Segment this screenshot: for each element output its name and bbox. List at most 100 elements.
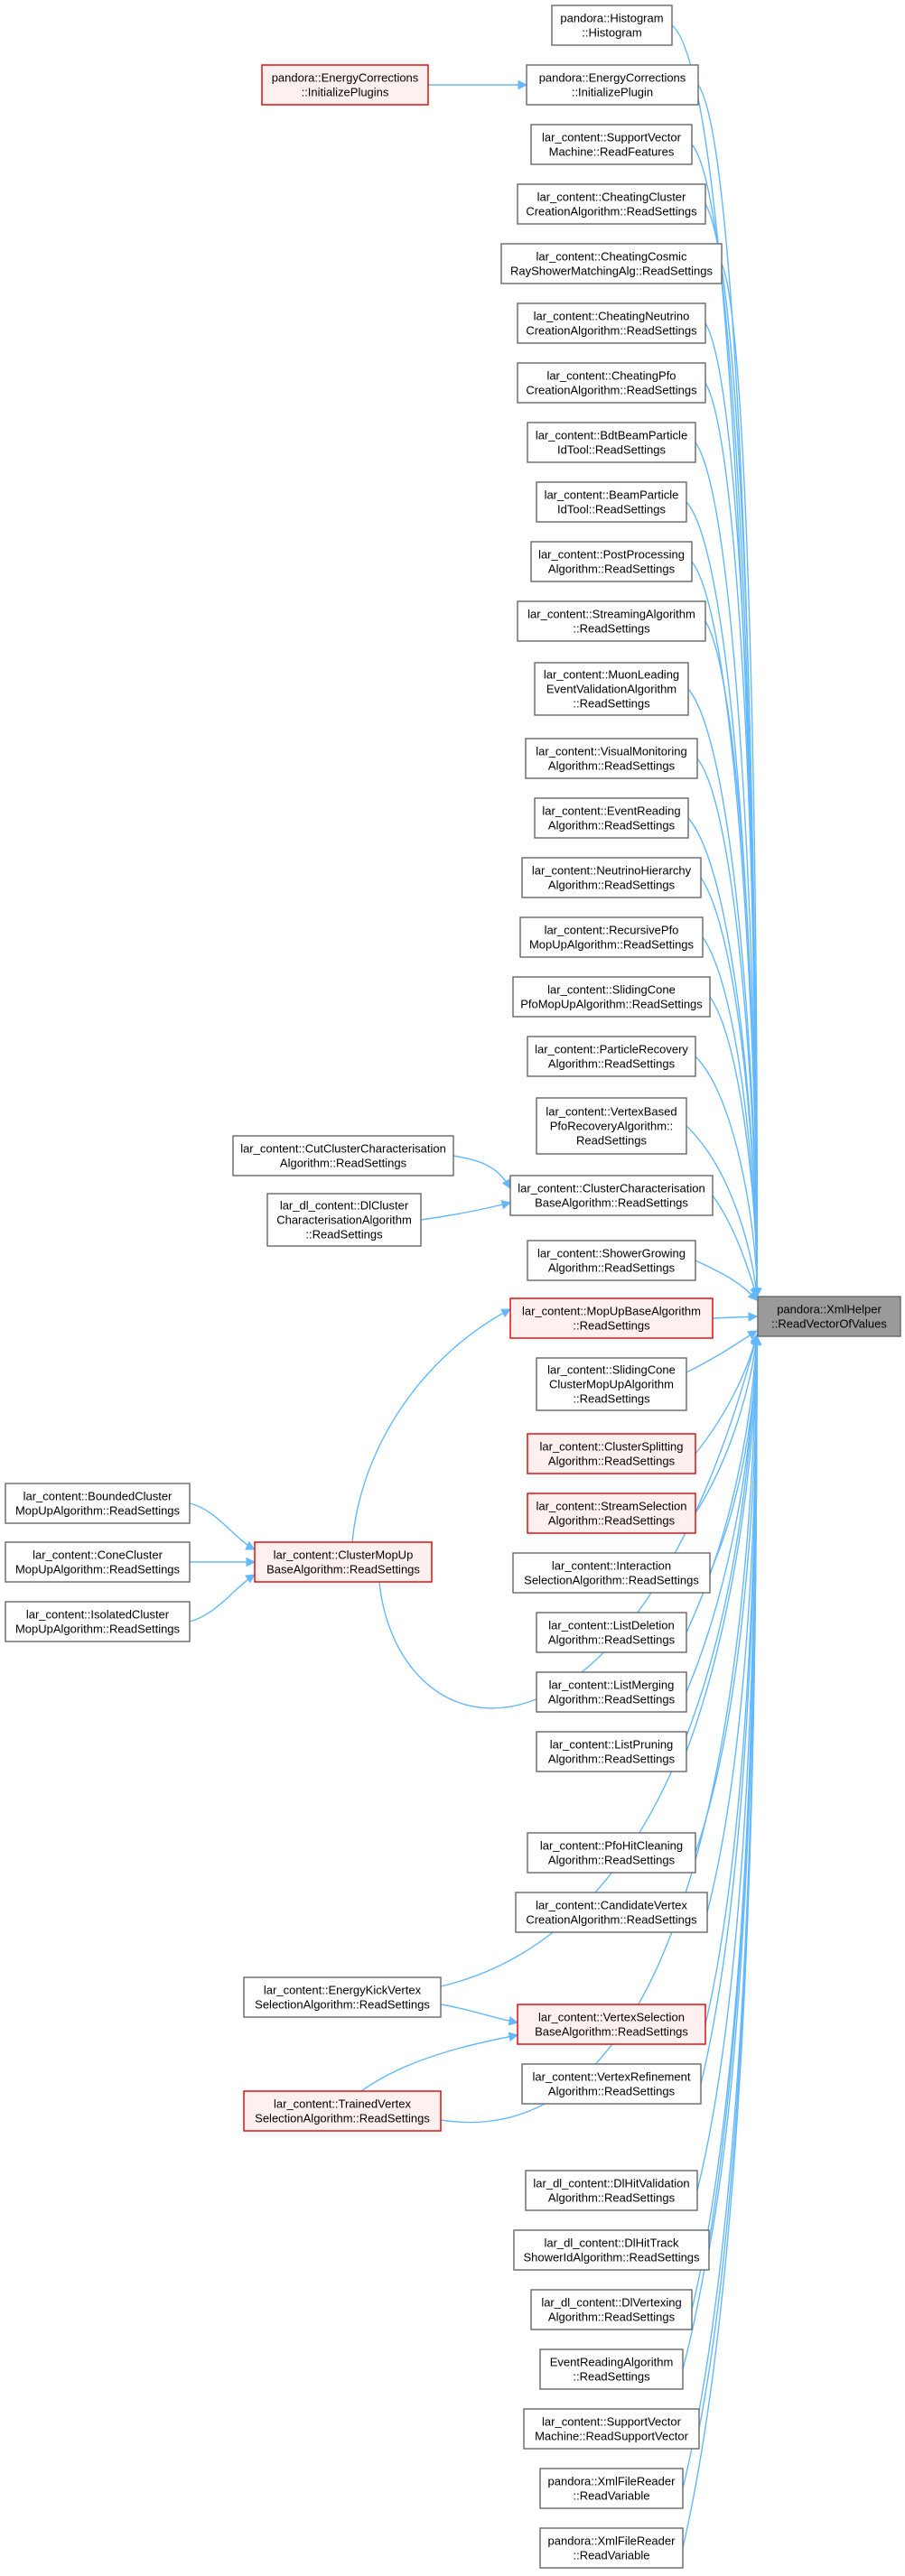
node-muon-leading-validation[interactable]: lar_content::MuonLeadingEventValidationA… (534, 662, 689, 716)
node-mopup-base[interactable]: lar_content::MopUpBaseAlgorithm::ReadSet… (509, 1297, 714, 1339)
node-target[interactable]: pandora::XmlHelper::ReadVectorOfValues (757, 1296, 901, 1337)
node-box[interactable] (527, 1036, 696, 1077)
node-energy-corrections-initialize-plugins[interactable]: pandora::EnergyCorrections::InitializePl… (261, 64, 429, 106)
node-beam-particle-id-tool[interactable]: lar_content::BeamParticleIdTool::ReadSet… (536, 481, 687, 523)
node-energy-corrections-initialize-plugin[interactable]: pandora::EnergyCorrections::InitializePl… (526, 64, 699, 106)
node-box[interactable] (5, 1483, 191, 1524)
node-box[interactable] (539, 2527, 684, 2569)
node-box[interactable] (536, 1671, 687, 1713)
node-box[interactable] (534, 662, 689, 716)
node-box[interactable] (551, 5, 673, 46)
node-box[interactable] (527, 422, 696, 463)
node-cluster-splitting[interactable]: lar_content::ClusterSplittingAlgorithm::… (527, 1433, 696, 1474)
node-box[interactable] (527, 1240, 696, 1281)
node-vertex-selection-base[interactable]: lar_content::VertexSelectionBaseAlgorith… (517, 2004, 706, 2045)
node-vertex-refinement[interactable]: lar_content::VertexRefinementAlgorithm::… (521, 2063, 702, 2105)
node-box[interactable] (536, 1357, 687, 1411)
node-box[interactable] (536, 1731, 687, 1772)
node-cut-cluster-characterisation[interactable]: lar_content::CutClusterCharacterisationA… (232, 1135, 454, 1176)
node-box[interactable] (530, 124, 693, 165)
node-xml-file-reader-2[interactable]: pandora::XmlFileReader::ReadVariable (539, 2527, 684, 2569)
node-box[interactable] (526, 64, 699, 106)
node-svm-read-support-vector[interactable]: lar_content::SupportVectorMachine::ReadS… (523, 2408, 700, 2450)
node-box[interactable] (512, 976, 711, 1018)
node-dl-hit-track-shower-id[interactable]: lar_dl_content::DlHitTrackShowerIdAlgori… (513, 2229, 710, 2271)
node-cluster-characterisation-base[interactable]: lar_content::ClusterCharacterisationBase… (509, 1175, 714, 1216)
node-box[interactable] (530, 541, 693, 582)
node-sliding-cone-cluster-mopup[interactable]: lar_content::SlidingConeClusterMopUpAlgo… (536, 1357, 687, 1411)
node-cheating-pfo-creation[interactable]: lar_content::CheatingPfoCreationAlgorith… (517, 362, 706, 404)
node-interaction-selection[interactable]: lar_content::InteractionSelectionAlgorit… (512, 1552, 711, 1594)
node-box[interactable] (536, 1097, 687, 1155)
node-box[interactable] (539, 2468, 684, 2509)
node-box[interactable] (261, 64, 429, 106)
node-box[interactable] (266, 1193, 422, 1247)
node-box[interactable] (534, 797, 689, 839)
node-box[interactable] (519, 916, 704, 958)
node-cheating-cosmic-ray-shower[interactable]: lar_content::CheatingCosmicRayShowerMatc… (500, 243, 723, 284)
node-box[interactable] (527, 1832, 696, 1874)
node-box[interactable] (517, 362, 706, 404)
node-box[interactable] (517, 2004, 706, 2045)
node-vertex-based-pfo-recovery[interactable]: lar_content::VertexBasedPfoRecoveryAlgor… (536, 1097, 687, 1155)
node-cluster-mopup-base[interactable]: lar_content::ClusterMopUpBaseAlgorithm::… (254, 1541, 433, 1583)
node-particle-recovery[interactable]: lar_content::ParticleRecoveryAlgorithm::… (527, 1036, 696, 1077)
node-trained-vertex-selection[interactable]: lar_content::TrainedVertexSelectionAlgor… (243, 2090, 442, 2132)
node-dl-cluster-characterisation[interactable]: lar_dl_content::DlClusterCharacterisatio… (266, 1193, 422, 1247)
node-neutrino-hierarchy[interactable]: lar_content::NeutrinoHierarchyAlgorithm:… (521, 857, 702, 898)
node-histogram[interactable]: pandora::Histogram::Histogram (551, 5, 673, 46)
node-event-reading[interactable]: lar_content::EventReadingAlgorithm::Read… (534, 797, 689, 839)
node-box[interactable] (536, 1612, 687, 1653)
node-box[interactable] (521, 857, 702, 898)
node-visual-monitoring[interactable]: lar_content::VisualMonitoringAlgorithm::… (525, 738, 698, 779)
node-box[interactable] (525, 738, 698, 779)
node-dl-hit-validation[interactable]: lar_dl_content::DlHitValidationAlgorithm… (525, 2170, 698, 2211)
node-box[interactable] (509, 1297, 714, 1339)
node-energy-kick-vertex-selection[interactable]: lar_content::EnergyKickVertexSelectionAl… (243, 1976, 442, 2018)
node-box[interactable] (539, 2348, 684, 2390)
node-box[interactable] (536, 481, 687, 523)
node-box[interactable] (527, 1433, 696, 1474)
node-box[interactable] (513, 2229, 710, 2271)
node-box[interactable] (232, 1135, 454, 1176)
node-list-merging[interactable]: lar_content::ListMergingAlgorithm::ReadS… (536, 1671, 687, 1713)
node-list-deletion[interactable]: lar_content::ListDeletionAlgorithm::Read… (536, 1612, 687, 1653)
node-cone-cluster-mopup[interactable]: lar_content::ConeClusterMopUpAlgorithm::… (5, 1541, 191, 1583)
node-cheating-neutrino-creation[interactable]: lar_content::CheatingNeutrinoCreationAlg… (517, 302, 706, 344)
node-bdt-beam-particle-id-tool[interactable]: lar_content::BdtBeamParticleIdTool::Read… (527, 422, 696, 463)
node-box[interactable] (530, 2289, 693, 2330)
node-pfo-hit-cleaning[interactable]: lar_content::PfoHitCleaningAlgorithm::Re… (527, 1832, 696, 1874)
node-box[interactable] (517, 600, 706, 642)
node-box[interactable] (5, 1541, 191, 1583)
node-bounded-cluster-mopup[interactable]: lar_content::BoundedClusterMopUpAlgorith… (5, 1483, 191, 1524)
node-sliding-cone-pfo-mopup[interactable]: lar_content::SlidingConePfoMopUpAlgorith… (512, 976, 711, 1018)
node-box[interactable] (243, 2090, 442, 2132)
node-box[interactable] (500, 243, 723, 284)
node-post-processing[interactable]: lar_content::PostProcessingAlgorithm::Re… (530, 541, 693, 582)
node-box[interactable] (517, 183, 706, 225)
node-cheating-cluster-creation[interactable]: lar_content::CheatingClusterCreationAlgo… (517, 183, 706, 225)
node-stream-selection[interactable]: lar_content::StreamSelectionAlgorithm::R… (527, 1493, 696, 1534)
node-recursive-pfo-mopup[interactable]: lar_content::RecursivePfoMopUpAlgorithm:… (519, 916, 704, 958)
node-shower-growing[interactable]: lar_content::ShowerGrowingAlgorithm::Rea… (527, 1240, 696, 1281)
node-box[interactable] (5, 1601, 191, 1642)
node-box[interactable] (515, 1892, 708, 1933)
node-box[interactable] (757, 1296, 901, 1337)
node-streaming-algorithm[interactable]: lar_content::StreamingAlgorithm::ReadSet… (517, 600, 706, 642)
node-box[interactable] (527, 1493, 696, 1534)
node-box[interactable] (512, 1552, 711, 1594)
node-box[interactable] (243, 1976, 442, 2018)
node-xml-file-reader-1[interactable]: pandora::XmlFileReader::ReadVariable (539, 2468, 684, 2509)
node-box[interactable] (254, 1541, 433, 1583)
node-svm-read-features[interactable]: lar_content::SupportVectorMachine::ReadF… (530, 124, 693, 165)
node-box[interactable] (521, 2063, 702, 2105)
node-box[interactable] (517, 302, 706, 344)
node-candidate-vertex-creation[interactable]: lar_content::CandidateVertexCreationAlgo… (515, 1892, 708, 1933)
node-isolated-cluster-mopup[interactable]: lar_content::IsolatedClusterMopUpAlgorit… (5, 1601, 191, 1642)
node-dl-vertexing[interactable]: lar_dl_content::DlVertexingAlgorithm::Re… (530, 2289, 693, 2330)
node-box[interactable] (509, 1175, 714, 1216)
node-box[interactable] (523, 2408, 700, 2450)
node-list-pruning[interactable]: lar_content::ListPruningAlgorithm::ReadS… (536, 1731, 687, 1772)
node-event-reading-algorithm[interactable]: EventReadingAlgorithm::ReadSettings (539, 2348, 684, 2390)
node-box[interactable] (525, 2170, 698, 2211)
